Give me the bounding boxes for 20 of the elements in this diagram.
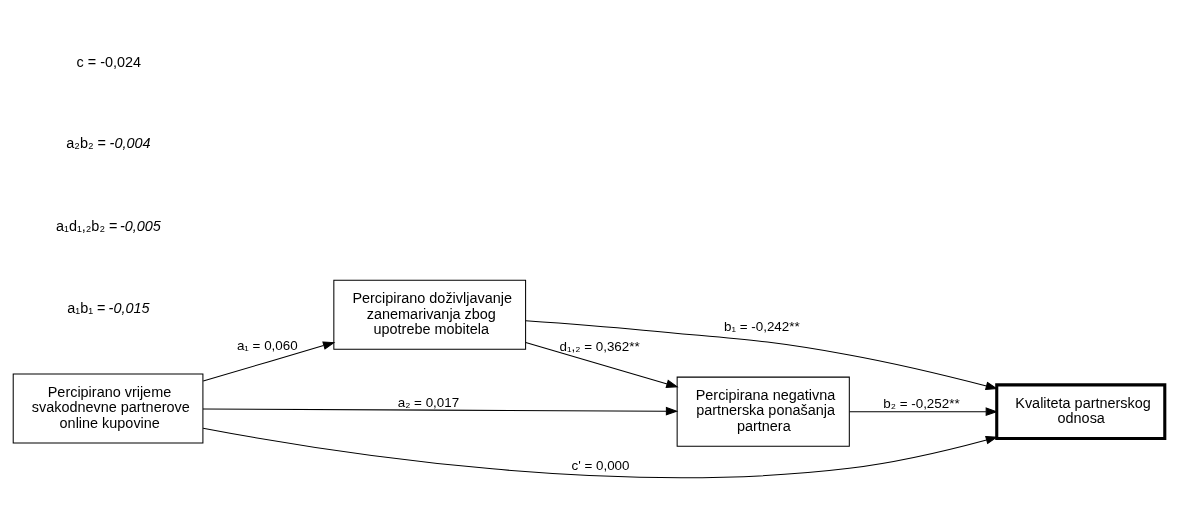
node-box: Percipirano doživljavanje zanemarivanja zbog upotrebe mobitela <box>333 279 527 350</box>
node-box: Percipirano vrijeme svakodnevne partnerove online kupovine <box>12 373 204 444</box>
label: c = -0,024 <box>76 53 142 70</box>
arrow <box>525 319 999 390</box>
arrow <box>525 341 679 388</box>
arrow <box>849 406 999 416</box>
edge-label: a₁ = 0,060 <box>236 337 298 353</box>
label: a₁d₁,₂b₂ = -0,005 <box>56 217 161 234</box>
edge-label: b₁ = -0,242** <box>724 318 800 334</box>
arrow <box>202 427 999 478</box>
edge-label: d₁,₂ = 0,362** <box>559 338 640 354</box>
edge-label: b₂ = -0,252** <box>883 395 960 411</box>
edge-label: c' = 0,000 <box>571 457 630 473</box>
edge-label: a₂ = 0,017 <box>397 394 460 410</box>
node-box: Percipirana negativna partnerska ponašanja partnera <box>676 376 850 447</box>
arrow <box>202 341 336 381</box>
node-box: Kvaliteta partnerskog odnosa <box>995 382 1167 440</box>
label: a₁b₁ = -0,015 <box>67 299 150 316</box>
arrow <box>202 406 679 416</box>
label: a₂b₂ = -0,004 <box>66 134 151 151</box>
